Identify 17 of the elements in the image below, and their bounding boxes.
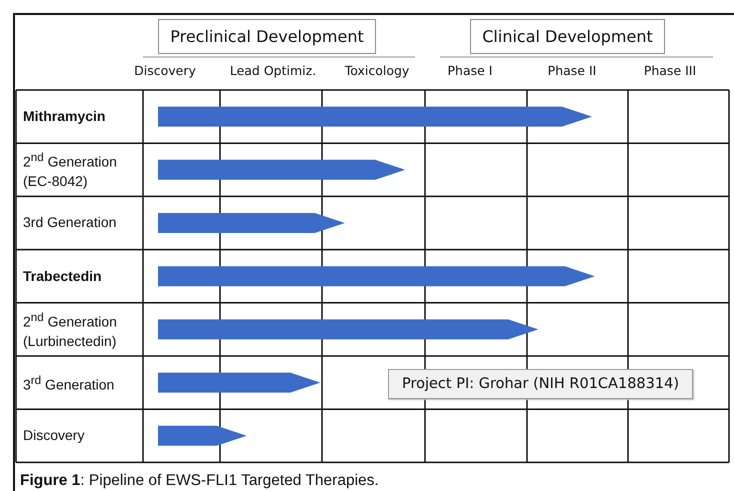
row-label: 2$^{nd}$ Generation (EC-8042) — [23, 150, 118, 192]
row-label: Trabectedin — [23, 266, 102, 286]
row-label: 2$^{nd}$ Generation (Lurbinectedin) — [23, 310, 118, 351]
phase-group-header: Preclinical Development — [158, 19, 376, 54]
row-label: Mithramycin — [23, 107, 106, 126]
stage-label: Phase III — [644, 63, 696, 78]
row-label: Discovery — [23, 426, 84, 446]
note-box: Project PI: Grohar (NIH R01CA188314) — [388, 369, 693, 399]
figure-caption: Figure 1: Pipeline of EWS-FLI1 Targeted Therapies. — [20, 472, 379, 490]
stage-label: Lead Optimiz. — [230, 63, 316, 78]
stage-label: Phase I — [448, 63, 492, 78]
stage-label: Toxicology — [344, 63, 410, 78]
row-label: 3$^{rd}$ Generation — [23, 372, 114, 394]
row-label: 3rd Generation — [23, 213, 116, 232]
phase-group-header: Clinical Development — [470, 19, 665, 54]
stage-label: Phase II — [548, 63, 596, 78]
stage-label: Discovery — [134, 63, 196, 78]
